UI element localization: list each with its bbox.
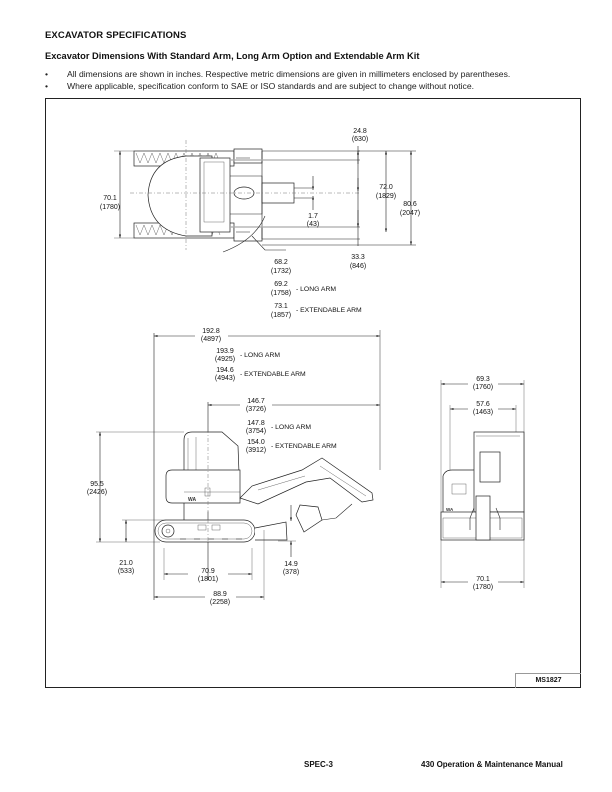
dim-upper-width-in: 69.3 (476, 376, 490, 383)
dim-overall-mm: (4897) (201, 336, 221, 343)
label-extendable-arm: - EXTENDABLE ARM (240, 371, 306, 378)
top-view: 70.1 (1780) 24.8 (630) 72.0 (1829) 80.6 … (100, 128, 420, 319)
dim-overall-long-in: 193.9 (216, 348, 234, 355)
section-title: EXCAVATOR SPECIFICATIONS (45, 30, 187, 41)
label-extendable-arm: - EXTENDABLE ARM (271, 443, 337, 450)
dim-front-ext-mm: (3912) (246, 447, 266, 454)
dim-overall-long-mm: (4925) (215, 356, 235, 363)
dim-blade-mm: (378) (283, 569, 299, 576)
dim-swing-long-in: 69.2 (274, 281, 288, 288)
dim-height-mm: (2426) (87, 489, 107, 496)
manual-title: 430 Operation & Maintenance Manual (421, 760, 563, 769)
bullet-icon: • (45, 81, 49, 91)
dim-front-long-in: 147.8 (247, 420, 265, 427)
side-view: WA (87, 328, 381, 606)
dim-front-in: 146.7 (247, 398, 265, 405)
dim-overall-ext-mm: (4943) (215, 375, 235, 382)
figure-subtitle: Excavator Dimensions With Standard Arm, … (45, 51, 420, 61)
bullet-icon: • (45, 69, 49, 79)
figure-frame (45, 98, 581, 688)
dim-swing-long-mm: (1758) (271, 290, 291, 297)
bullet-text: Where applicable, specification conform … (67, 81, 474, 91)
dim-swing-ext-in: 73.1 (274, 303, 288, 310)
dim-cab-width-in: 57.6 (476, 401, 490, 408)
dim-front-long-mm: (3754) (246, 428, 266, 435)
dim-base-length-in: 88.9 (213, 591, 227, 598)
svg-text:WA: WA (188, 497, 196, 503)
dim-track-width-mm: (1780) (473, 584, 493, 591)
bullet-text: All dimensions are shown in inches. Resp… (67, 69, 511, 79)
label-long-arm: - LONG ARM (296, 286, 336, 293)
dim-24-8-mm: (630) (352, 136, 368, 143)
dim-track-width-in: 70.1 (476, 576, 490, 583)
dim-swing-in: 68.2 (274, 259, 288, 266)
dim-overall-ext-in: 194.6 (216, 367, 234, 374)
dim-track-length-mm: (1801) (198, 576, 218, 583)
dim-swing-ext-mm: (1857) (271, 312, 291, 319)
dim-72-0-mm: (1829) (376, 193, 396, 200)
dim-33-3-in: 33.3 (351, 254, 365, 261)
bullet-item: • All dimensions are shown in inches. Res… (45, 69, 510, 79)
dim-front-mm: (3726) (246, 406, 266, 413)
dim-1-7-mm: (43) (307, 221, 319, 228)
dim-track-length-in: 70.9 (201, 568, 215, 575)
label-long-arm: - LONG ARM (271, 424, 311, 431)
label-long-arm: - LONG ARM (240, 352, 280, 359)
dim-front-ext-in: 154.0 (247, 439, 265, 446)
label-extendable-arm: - EXTENDABLE ARM (296, 307, 362, 314)
dim-clearance-in: 21.0 (119, 560, 133, 567)
svg-text:WA: WA (446, 507, 454, 512)
bullet-item: • Where applicable, specification conform… (45, 81, 474, 91)
dim-overall-in: 192.8 (202, 328, 220, 335)
dim-swing-mm: (1732) (271, 268, 291, 275)
dim-72-0-in: 72.0 (379, 184, 393, 191)
dim-80-6-in: 80.6 (403, 201, 417, 208)
dim-track-width-mm: (1780) (100, 204, 120, 211)
figure-id: MS1827 (515, 673, 581, 688)
dim-33-3-mm: (846) (350, 263, 366, 270)
dim-height-in: 95.5 (90, 481, 104, 488)
dim-24-8-in: 24.8 (353, 128, 367, 135)
dim-track-width-in: 70.1 (103, 195, 117, 202)
dim-80-6-mm: (2047) (400, 210, 420, 217)
dim-blade-in: 14.9 (284, 561, 298, 568)
dim-1-7-in: 1.7 (308, 213, 318, 220)
front-view: WA 69.3 (1760) 57.6 (1463) 70.1 (1780) (440, 376, 525, 591)
page-number: SPEC-3 (304, 760, 333, 769)
dim-clearance-mm: (533) (118, 568, 134, 575)
dim-upper-width-mm: (1760) (473, 384, 493, 391)
dim-base-length-mm: (2258) (210, 599, 230, 606)
dim-cab-width-mm: (1463) (473, 409, 493, 416)
